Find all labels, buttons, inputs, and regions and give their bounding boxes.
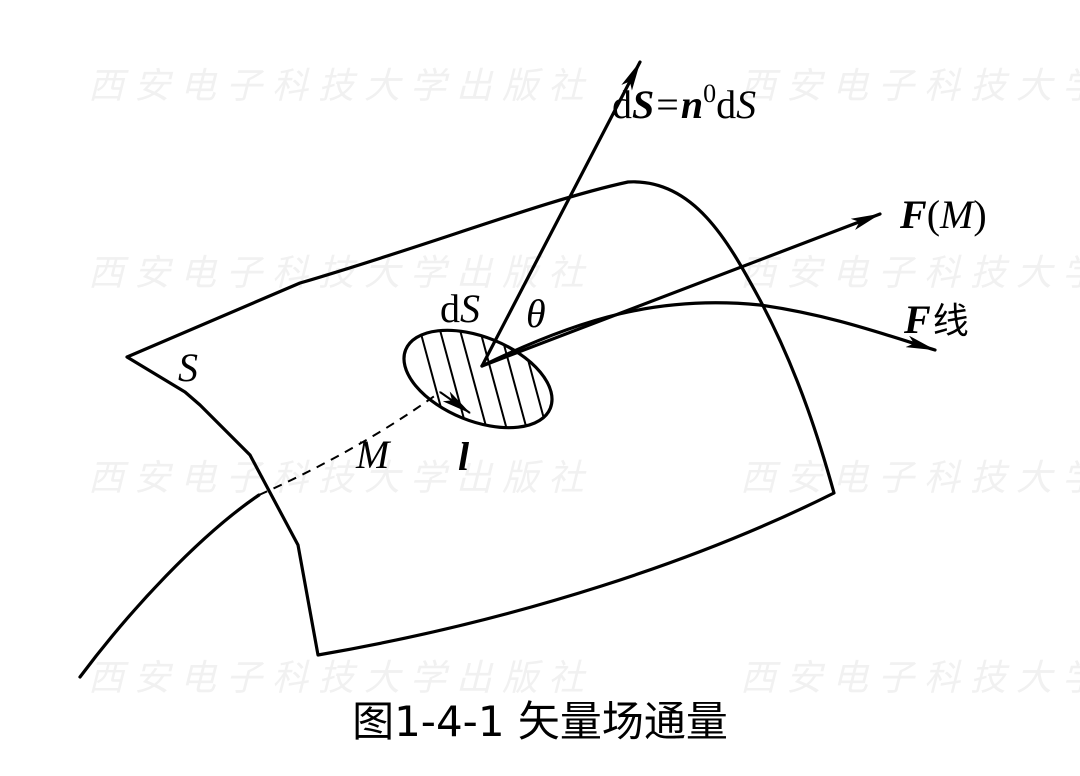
label-surface-S: S: [178, 345, 198, 390]
svg-text:西安电子科技大学出版社: 西安电子科技大学出版社: [88, 658, 594, 699]
svg-text:西安电子科技大学出版社: 西安电子科技大学出版社: [88, 66, 594, 107]
curve-l: [78, 493, 261, 679]
label-F-line: F线: [903, 297, 969, 342]
curve-l-arrow: [439, 391, 471, 414]
field-line-F: [480, 301, 937, 368]
figure-caption: 图1-4-1 矢量场通量: [352, 697, 728, 746]
svg-text:西安电子科技大学出版社: 西安电子科技大学出版社: [740, 66, 1080, 107]
label-curve-l: l: [458, 434, 470, 479]
label-point-M: M: [355, 432, 392, 477]
label-F-of-M: F(M): [899, 192, 987, 237]
label-theta: θ: [526, 291, 546, 336]
field-vector-F: [480, 212, 882, 368]
label-dS: dS: [440, 286, 480, 331]
normal-vector-dS: [480, 60, 642, 368]
svg-text:西安电子科技大学出版社: 西安电子科技大学出版社: [740, 658, 1080, 699]
svg-text:西安电子科技大学出版社: 西安电子科技大学出版社: [740, 458, 1080, 499]
surface-outline: [125, 180, 836, 657]
label-dS-vector: dS=n0dS: [612, 79, 756, 127]
publisher-watermark: 西安电子科技大学出版社 西安电子科技大学出版社 西安电子科技大学出版社 西安电子…: [88, 66, 1080, 699]
svg-text:西安电子科技大学出版社: 西安电子科技大学出版社: [88, 458, 594, 499]
svg-text:西安电子科技大学出版社: 西安电子科技大学出版社: [88, 253, 594, 294]
svg-text:西安电子科技大学出版社: 西安电子科技大学出版社: [740, 253, 1080, 294]
curve-l-hidden-segment: [258, 391, 441, 496]
